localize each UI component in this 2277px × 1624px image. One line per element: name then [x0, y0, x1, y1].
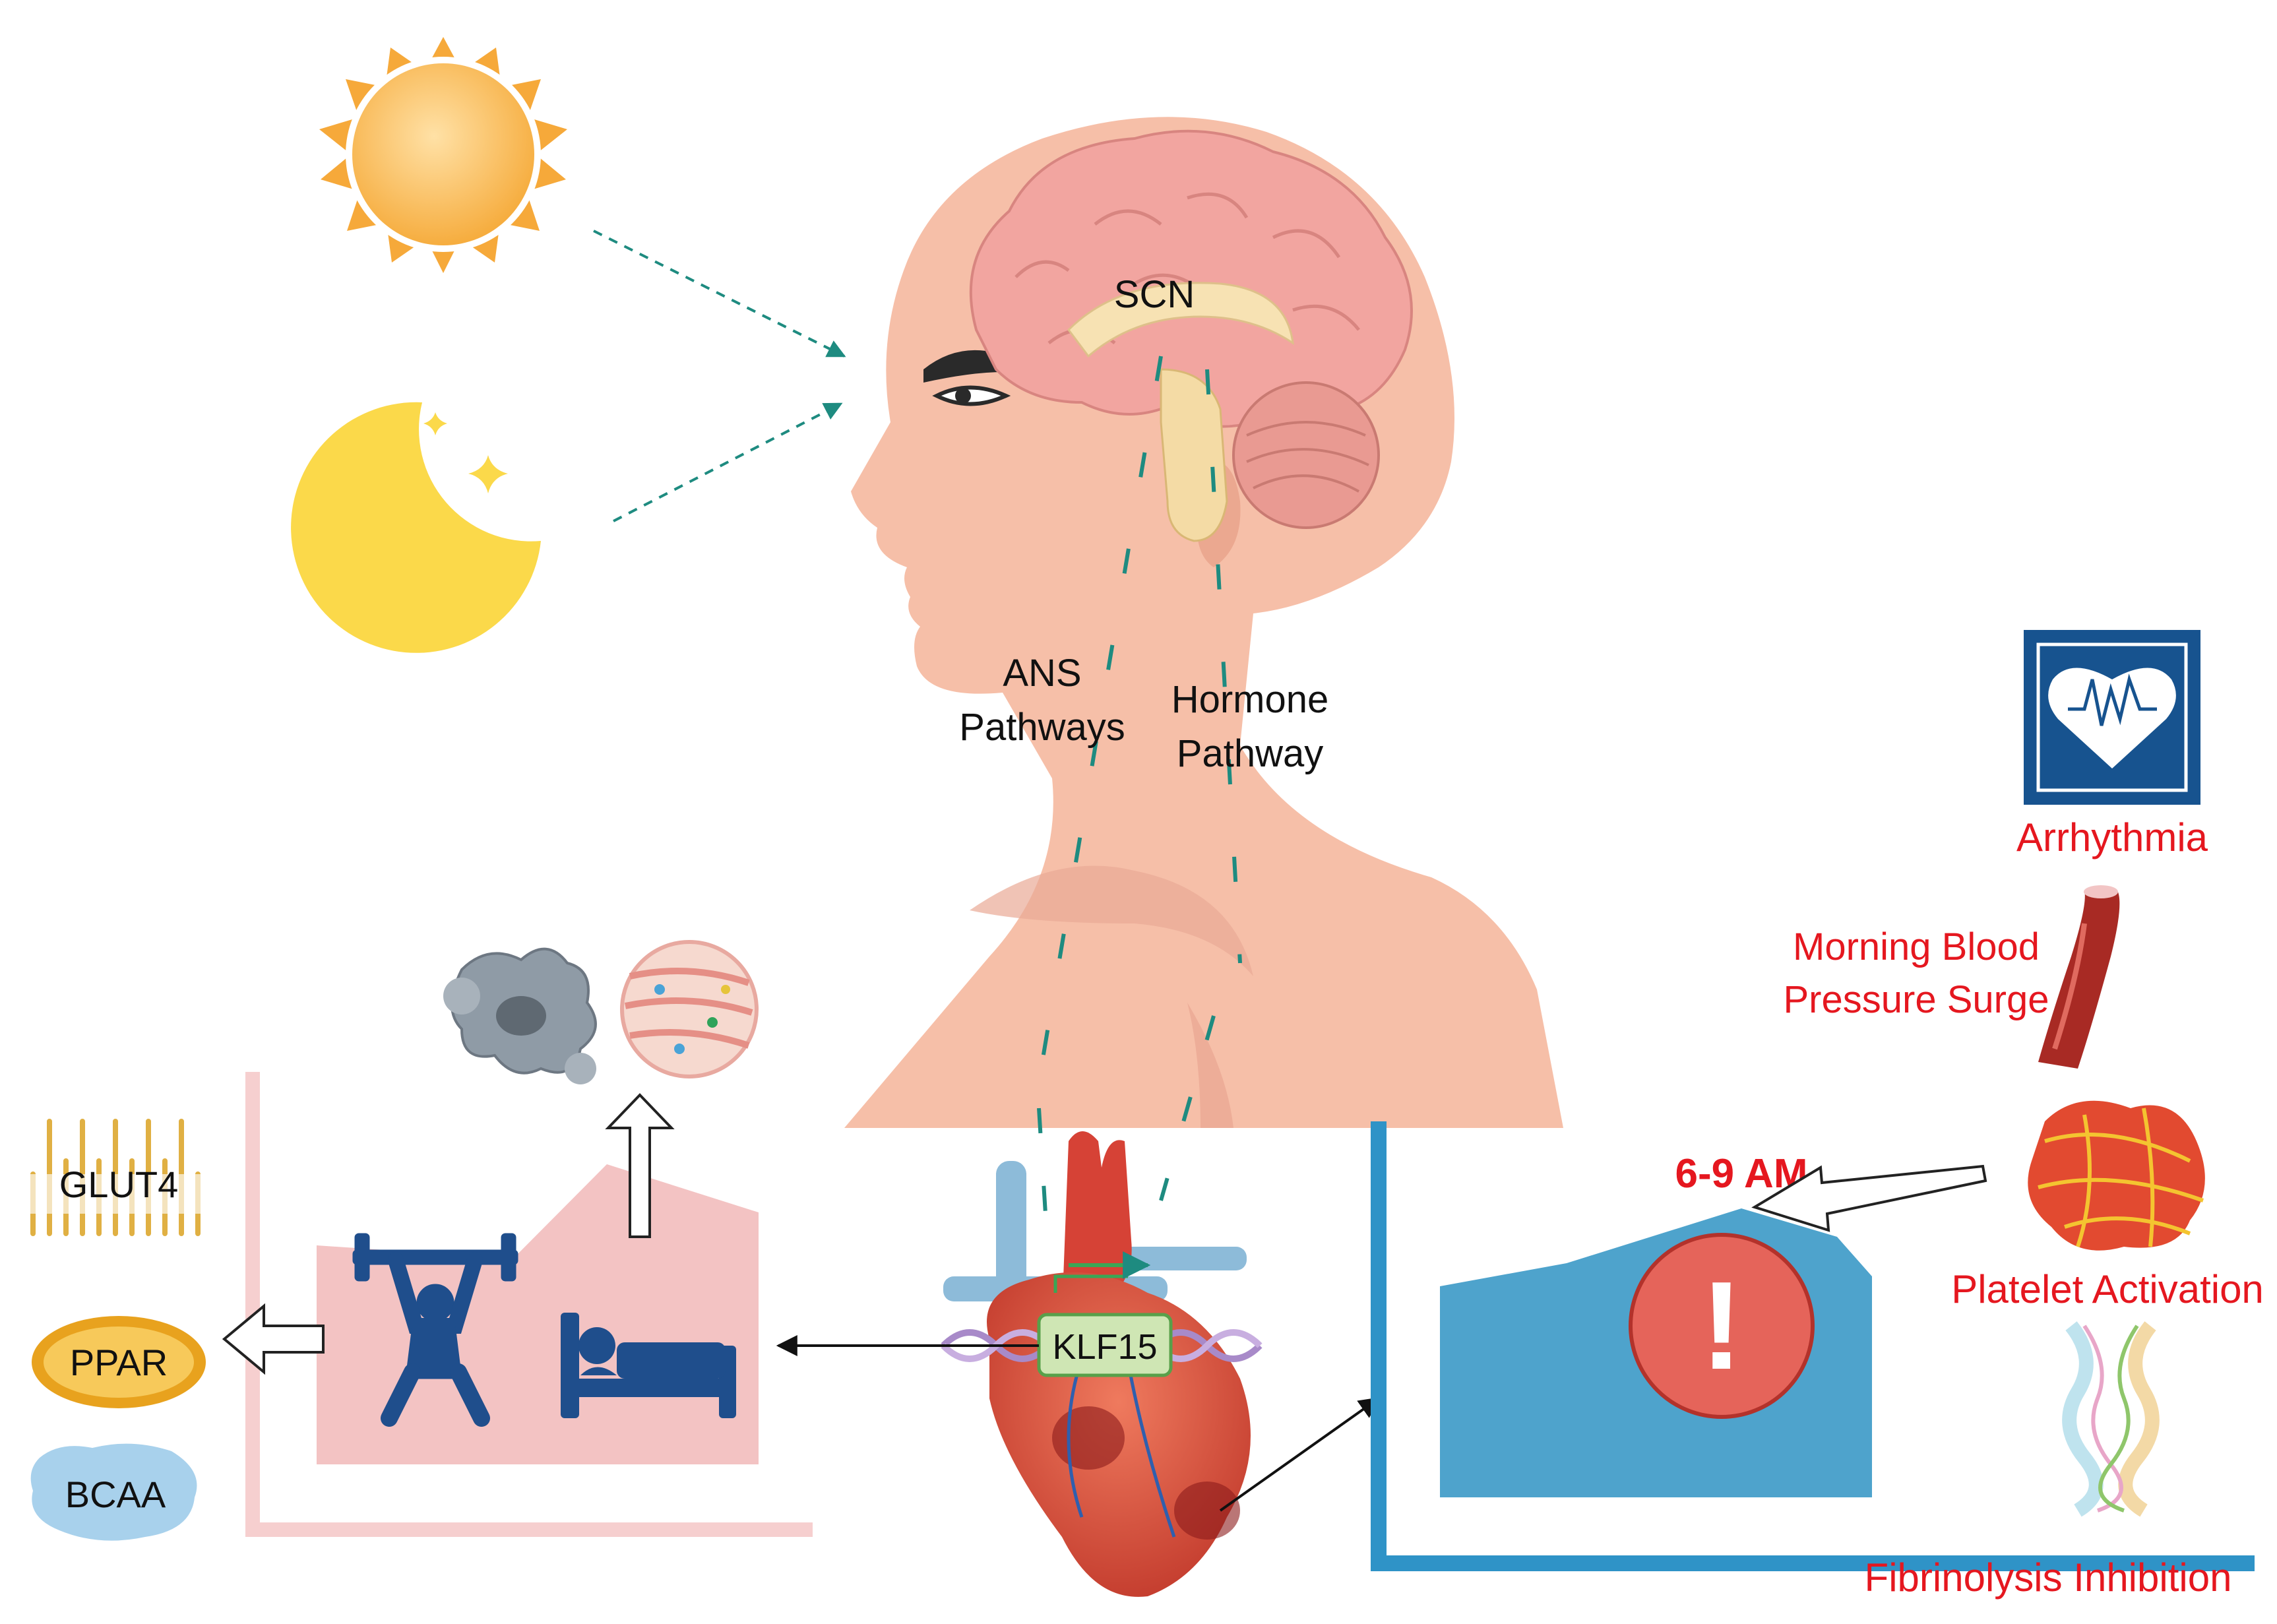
- glut4-label: GLUT4: [59, 1164, 179, 1205]
- up-arrow: [605, 1093, 675, 1238]
- moon-icon: [291, 402, 541, 653]
- hormone-to-heart-line: [1159, 1015, 1216, 1201]
- brain-icon: [969, 129, 1413, 542]
- sleeping-person-icon: [561, 1313, 736, 1418]
- ppar-label: PPAR: [70, 1342, 168, 1383]
- membrane-protein-icon: [29, 1119, 202, 1236]
- peak-arrow: [1751, 1164, 1987, 1232]
- sunlight-arrow: [593, 230, 846, 358]
- blood-vessel-icon: [2038, 885, 2120, 1069]
- cells-icon: [443, 947, 597, 1084]
- hormone-pathway-line: [1205, 369, 1242, 964]
- fibrin-icon: [2062, 1321, 2160, 1517]
- klf15-label: KLF15: [1052, 1327, 1157, 1367]
- ans-pathways-label-line1: ANS: [1003, 652, 1081, 695]
- moonlight-arrow: [613, 402, 843, 522]
- blood-clot-icon: [2028, 1100, 2205, 1251]
- bcaa-blob: [30, 1443, 197, 1541]
- bcaa-label: BCAA: [65, 1474, 166, 1515]
- heart-to-right-panel-arrow: [1219, 1397, 1381, 1512]
- warning-icon: [1629, 1233, 1815, 1419]
- arrhythmia-label: Arrhythmia: [2016, 815, 2208, 859]
- left-axes: [245, 1072, 813, 1537]
- mitochondrion-icon: [32, 1316, 206, 1408]
- warning-symbol: !: [1700, 1256, 1742, 1396]
- hormone-pathway-label-line1: Hormone: [1171, 678, 1329, 721]
- stars-icon: [423, 412, 508, 493]
- heart-monitor-icon: [2024, 630, 2200, 805]
- ans-pathways-label-line2: Pathways: [959, 706, 1125, 749]
- sun-icon: [319, 37, 567, 273]
- tissue-icon: [620, 940, 759, 1078]
- weightlifter-icon: [352, 1233, 518, 1427]
- fibrinolysis-label: Fibrinolysis Inhibition: [1865, 1555, 2232, 1600]
- right-axes: [1371, 1121, 2255, 1571]
- left-arrow: [222, 1303, 325, 1375]
- ans-to-heart-line: [1037, 1108, 1047, 1214]
- hormone-pathway-label-line2: Pathway: [1177, 732, 1323, 775]
- bp-surge-label-line1: Morning Blood: [1793, 925, 2040, 968]
- scn-label: SCN: [1114, 273, 1195, 316]
- bp-surge-label-line2: Pressure Surge: [1784, 978, 2049, 1021]
- platelet-activation-label: Platelet Activation: [1951, 1267, 2264, 1311]
